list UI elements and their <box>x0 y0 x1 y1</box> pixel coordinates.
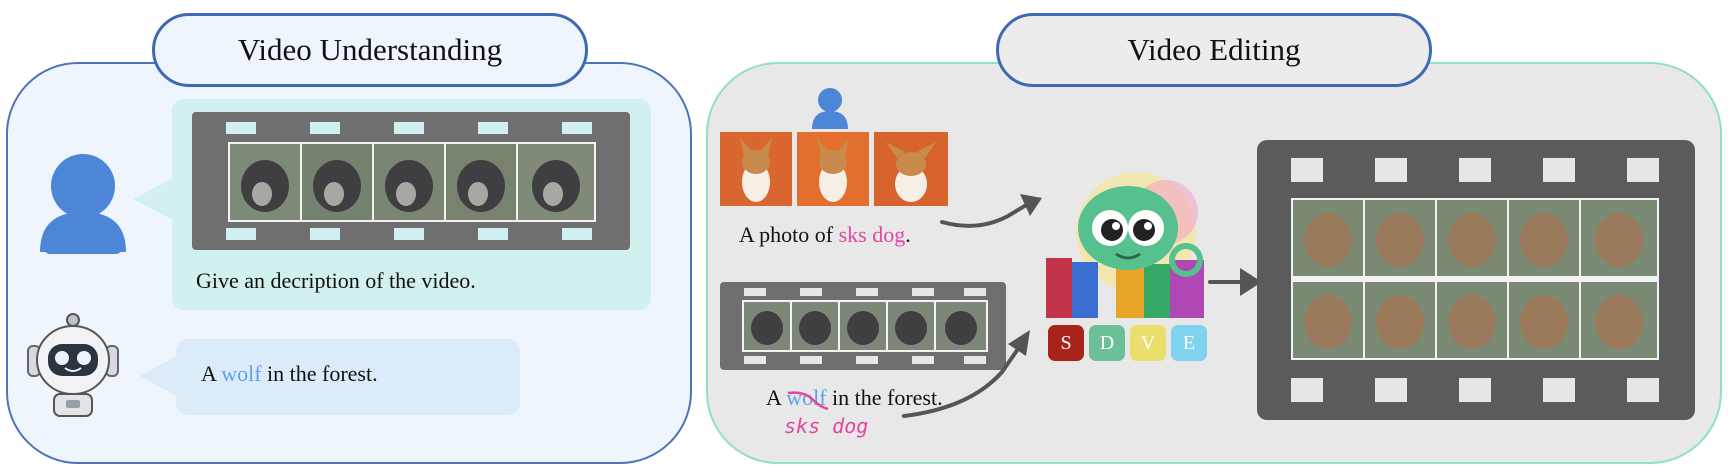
replacement-sks-dog: sks dog <box>784 414 869 438</box>
robot-icon <box>27 313 119 417</box>
edit-caption: A wolf in the forest. <box>766 385 943 411</box>
photo-caption-period: . <box>905 222 911 247</box>
answer-suffix: in the forest. <box>267 361 378 386</box>
video-understanding-title: Video Understanding <box>152 13 588 87</box>
badge-s: S <box>1048 325 1084 361</box>
photo-caption-prefix: A photo of <box>739 222 834 247</box>
edit-caption-struck-wolf: wolf <box>786 385 832 411</box>
video-editing-title-text: Video Editing <box>1127 32 1301 67</box>
photo-caption-sks-dog: sks dog <box>838 222 906 247</box>
edited-output-filmstrip <box>1257 140 1695 420</box>
user-bubble-tail <box>133 178 173 220</box>
video-understanding-title-text: Video Understanding <box>237 32 503 67</box>
edit-caption-suffix: in the forest. <box>832 385 943 410</box>
wolf-video-filmstrip <box>192 112 630 250</box>
source-wolf-filmstrip <box>720 282 1006 370</box>
answer-prefix: A <box>201 361 216 386</box>
edit-caption-prefix: A <box>766 385 781 410</box>
bot-answer-bubble <box>176 339 520 415</box>
bot-answer-text: A wolf in the forest. <box>201 361 378 387</box>
bot-bubble-tail <box>140 356 176 396</box>
user-icon <box>40 154 126 254</box>
video-description-prompt: Give an decription of the video. <box>196 268 476 293</box>
output-filmstrip-frames <box>1291 158 1659 402</box>
badge-v: V <box>1130 325 1166 361</box>
answer-highlight-wolf: wolf <box>221 361 262 386</box>
filmstrip-frames <box>226 122 596 240</box>
photo-caption: A photo of sks dog. <box>739 222 911 248</box>
arrow-to-output <box>1208 268 1262 296</box>
source-filmstrip-frames <box>742 288 988 364</box>
strikethrough-mark <box>788 391 829 411</box>
dog-reference-photos <box>720 132 948 206</box>
small-user-icon <box>812 88 848 129</box>
arrow-to-model-top <box>940 194 1042 228</box>
arrow-to-model-bottom <box>902 330 1030 418</box>
video-editing-title: Video Editing <box>996 13 1432 87</box>
badge-d: D <box>1089 325 1125 361</box>
badge-e: E <box>1171 325 1207 361</box>
sdve-mascot-logo <box>1046 172 1204 318</box>
